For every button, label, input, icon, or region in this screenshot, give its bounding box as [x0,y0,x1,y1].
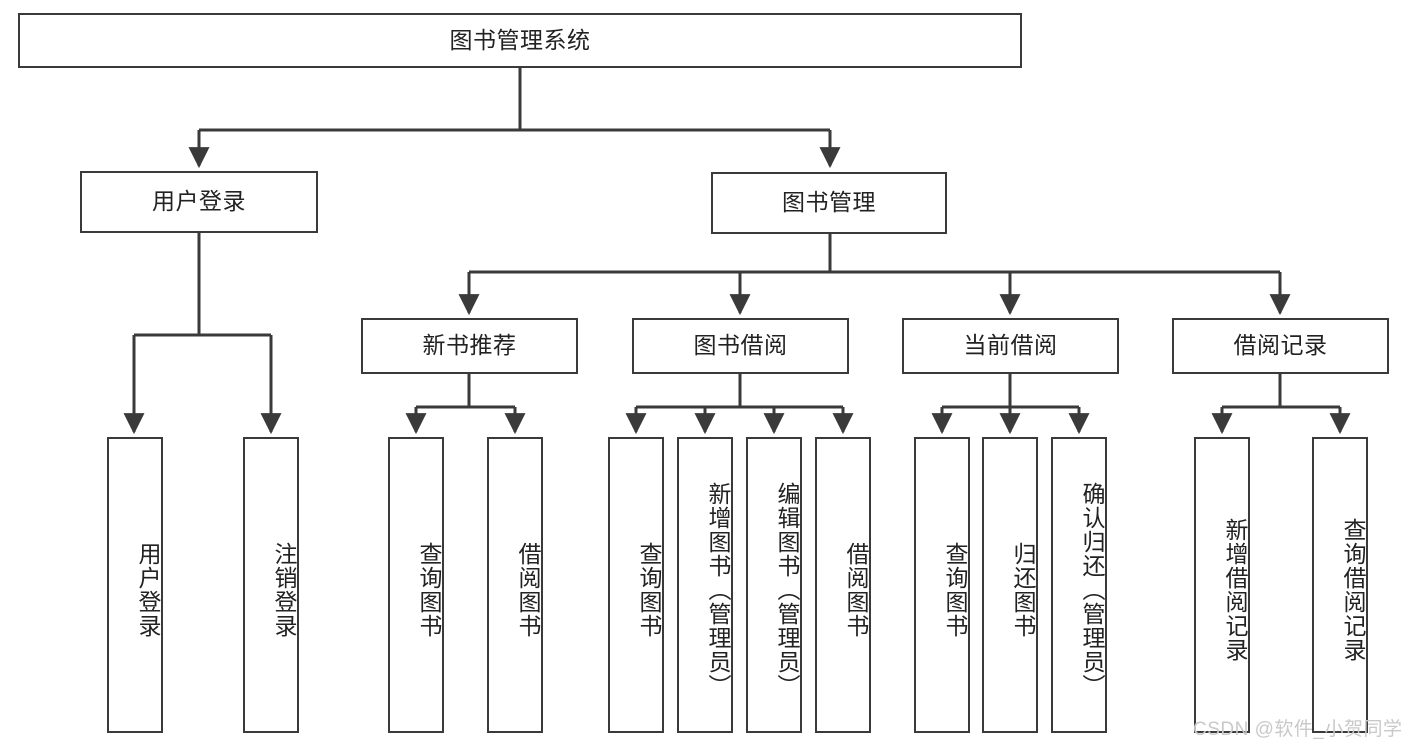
leaf-borrow-book-label: 借阅图书 [843,542,869,638]
leaf-borrow-book[interactable]: 借阅图书 [815,437,871,733]
leaf-confirm-return-admin-label: 确认归还（管理员） [1079,482,1105,698]
leaf-user-login[interactable]: 用户登录 [107,437,163,733]
node-book-borrow[interactable]: 图书借阅 [632,318,849,374]
leaf-borrow-book-newbook-label: 借阅图书 [515,542,541,638]
node-borrow-records[interactable]: 借阅记录 [1172,318,1389,374]
node-book-management[interactable]: 图书管理 [711,172,947,234]
node-borrow-records-label: 借阅记录 [1233,332,1328,359]
leaf-query-book-current-label: 查询图书 [942,542,968,638]
leaf-user-login-label: 用户登录 [135,542,161,638]
leaf-edit-book-admin[interactable]: 编辑图书（管理员） [746,437,802,733]
leaf-return-book[interactable]: 归还图书 [982,437,1038,733]
node-user-login[interactable]: 用户登录 [80,171,318,233]
node-root-label: 图书管理系统 [449,26,591,53]
leaf-add-book-admin-label: 新增图书（管理员） [705,482,731,698]
leaf-query-borrow-record[interactable]: 查询借阅记录 [1312,437,1368,733]
leaf-logout-label: 注销登录 [271,542,297,638]
node-new-book-recommend-label: 新书推荐 [422,332,517,359]
leaf-confirm-return-admin[interactable]: 确认归还（管理员） [1051,437,1107,733]
leaf-return-book-label: 归还图书 [1010,542,1036,638]
leaf-query-book-newbook-label: 查询图书 [416,542,442,638]
leaf-borrow-book-newbook[interactable]: 借阅图书 [487,437,543,733]
leaf-query-borrow-record-label: 查询借阅记录 [1340,518,1366,662]
leaf-add-borrow-record-label: 新增借阅记录 [1222,518,1248,662]
leaf-add-book-admin[interactable]: 新增图书（管理员） [677,437,733,733]
node-current-borrow[interactable]: 当前借阅 [902,318,1119,374]
node-user-login-label: 用户登录 [152,188,246,215]
leaf-add-borrow-record[interactable]: 新增借阅记录 [1194,437,1250,733]
leaf-edit-book-admin-label: 编辑图书（管理员） [774,482,800,698]
leaf-query-book-borrow-label: 查询图书 [636,542,662,638]
node-current-borrow-label: 当前借阅 [963,332,1058,359]
node-root[interactable]: 图书管理系统 [18,13,1022,68]
node-new-book-recommend[interactable]: 新书推荐 [361,318,578,374]
leaf-query-book-newbook[interactable]: 查询图书 [388,437,444,733]
node-book-management-label: 图书管理 [782,189,876,216]
leaf-logout[interactable]: 注销登录 [243,437,299,733]
node-book-borrow-label: 图书借阅 [693,332,788,359]
leaf-query-book-borrow[interactable]: 查询图书 [608,437,664,733]
leaf-query-book-current[interactable]: 查询图书 [914,437,970,733]
